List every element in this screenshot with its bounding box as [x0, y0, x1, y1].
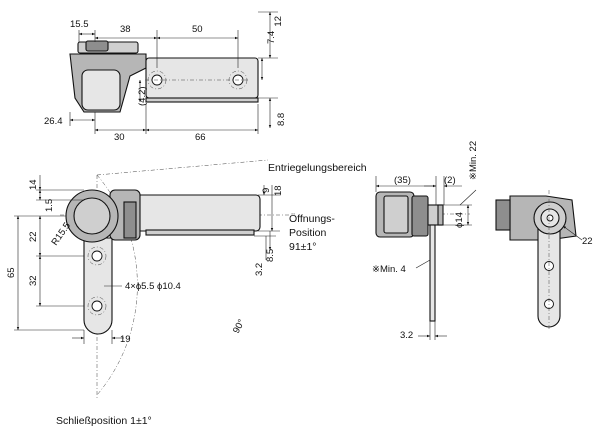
dim-4-2: (4.2)	[137, 86, 148, 106]
arm-hole-upper	[91, 250, 103, 262]
closed-position-label: Schließposition 1±1°	[56, 415, 152, 427]
dim-19: 19	[120, 334, 131, 345]
mount-arm	[83, 237, 113, 335]
dim-min-4: ※Min. 4	[372, 264, 406, 275]
radius-label: R15.5	[49, 221, 73, 248]
side-thread	[437, 204, 444, 226]
latch-cylinder-inner	[73, 197, 111, 235]
angle-90-label: 90°	[231, 317, 248, 335]
holes-callout: 4×ϕ5.5 ϕ10.4	[125, 281, 181, 292]
lever-edge	[145, 229, 255, 236]
lever-plate	[119, 194, 261, 232]
dim-30: 30	[114, 132, 125, 143]
dim-3-2-side: 3.2	[400, 330, 413, 341]
top-housing-face	[81, 69, 121, 111]
dim-3-2: 3.2	[254, 263, 265, 276]
dim-65: 65	[6, 267, 17, 278]
dim-9: 9	[261, 188, 272, 193]
side-arm	[429, 224, 436, 322]
dim-18: 18	[273, 185, 284, 196]
swing-arc	[96, 159, 269, 396]
dim-14: 14	[28, 179, 39, 190]
dim-1-5: 1.5	[44, 199, 55, 212]
open-position-line1: Öffnungs-	[289, 213, 335, 225]
front-view: Entriegelungsbereich Öffnungs- Position …	[6, 159, 367, 427]
dim-2: (2)	[444, 175, 456, 186]
dim-12: 12	[273, 16, 284, 27]
dim-15-5: 15.5	[70, 19, 89, 30]
dim-32: 32	[28, 275, 39, 286]
side-knob-face	[383, 195, 409, 234]
side-view: (35) (2) ※Min. 22 ϕ14 ※Min. 4 3.2	[372, 141, 479, 341]
right-tab	[495, 199, 511, 231]
dim-35: (35)	[394, 175, 411, 186]
arm-hole-lower	[91, 300, 103, 312]
dim-26-4: 26.4	[44, 116, 63, 127]
top-plate-lip	[145, 97, 259, 103]
dim-50: 50	[192, 24, 203, 35]
top-knob	[85, 40, 109, 52]
dim-22-right: 22	[582, 236, 593, 247]
dim-phi-14: ϕ14	[454, 212, 465, 228]
open-position-line2: Position	[289, 227, 327, 239]
side-body	[411, 195, 429, 237]
dim-22: 22	[28, 231, 39, 242]
top-view: 15.5 38 50 12 7.4 (4.2) 8.8 26.4 30 66	[44, 11, 287, 143]
dim-7-4: 7.4	[266, 31, 277, 44]
right-arm	[537, 225, 561, 328]
dim-66: 66	[195, 132, 206, 143]
dim-8-8: 8.8	[276, 113, 287, 126]
right-view: 22	[495, 190, 593, 330]
latch-logo-plate	[123, 201, 137, 239]
open-position-value: 91±1°	[289, 241, 316, 253]
dim-38: 38	[120, 24, 131, 35]
dim-min-22: ※Min. 22	[468, 141, 479, 180]
dim-8-5: 8.5	[265, 249, 276, 262]
release-area-label: Entriegelungsbereich	[268, 162, 367, 174]
